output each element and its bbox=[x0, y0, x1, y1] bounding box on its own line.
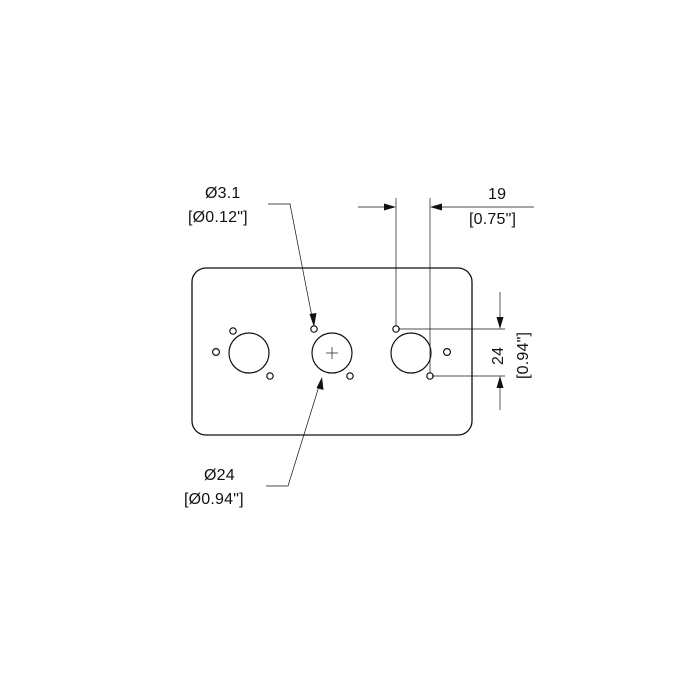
horizontal-dimension bbox=[358, 198, 534, 373]
vertical-dimension-mm: 24 bbox=[490, 347, 507, 365]
side-hole bbox=[443, 348, 452, 357]
arrowhead bbox=[309, 313, 317, 327]
small-hole-diameter-mm: Ø3.1 bbox=[205, 185, 241, 202]
large-hole bbox=[228, 332, 270, 374]
mounting-hole bbox=[346, 372, 354, 380]
vertical-dimension bbox=[398, 292, 505, 410]
connector-cutout-left bbox=[212, 327, 274, 380]
vertical-dimension-in: [0.94"] bbox=[515, 332, 532, 379]
side-hole bbox=[212, 348, 221, 357]
large-hole-diameter-mm: Ø24 bbox=[204, 467, 235, 484]
arrowhead bbox=[430, 203, 442, 211]
arrowhead bbox=[496, 376, 504, 388]
leader-large-hole bbox=[266, 377, 324, 487]
plate-outline bbox=[191, 267, 473, 436]
connector-cutout-right bbox=[390, 325, 452, 380]
horizontal-dimension-mm: 19 bbox=[488, 186, 506, 203]
mounting-hole bbox=[266, 372, 274, 380]
connector-cutout-middle bbox=[310, 325, 354, 380]
large-hole bbox=[390, 332, 432, 374]
leader-small-hole bbox=[268, 203, 317, 327]
mounting-hole bbox=[229, 327, 237, 335]
arrowhead bbox=[316, 377, 324, 390]
horizontal-dimension-in: [0.75"] bbox=[469, 211, 516, 228]
large-hole-diameter-in: [Ø0.94"] bbox=[184, 491, 244, 508]
small-hole-diameter-in: [Ø0.12"] bbox=[188, 209, 248, 226]
arrowhead bbox=[496, 317, 504, 329]
arrowhead bbox=[384, 203, 396, 211]
